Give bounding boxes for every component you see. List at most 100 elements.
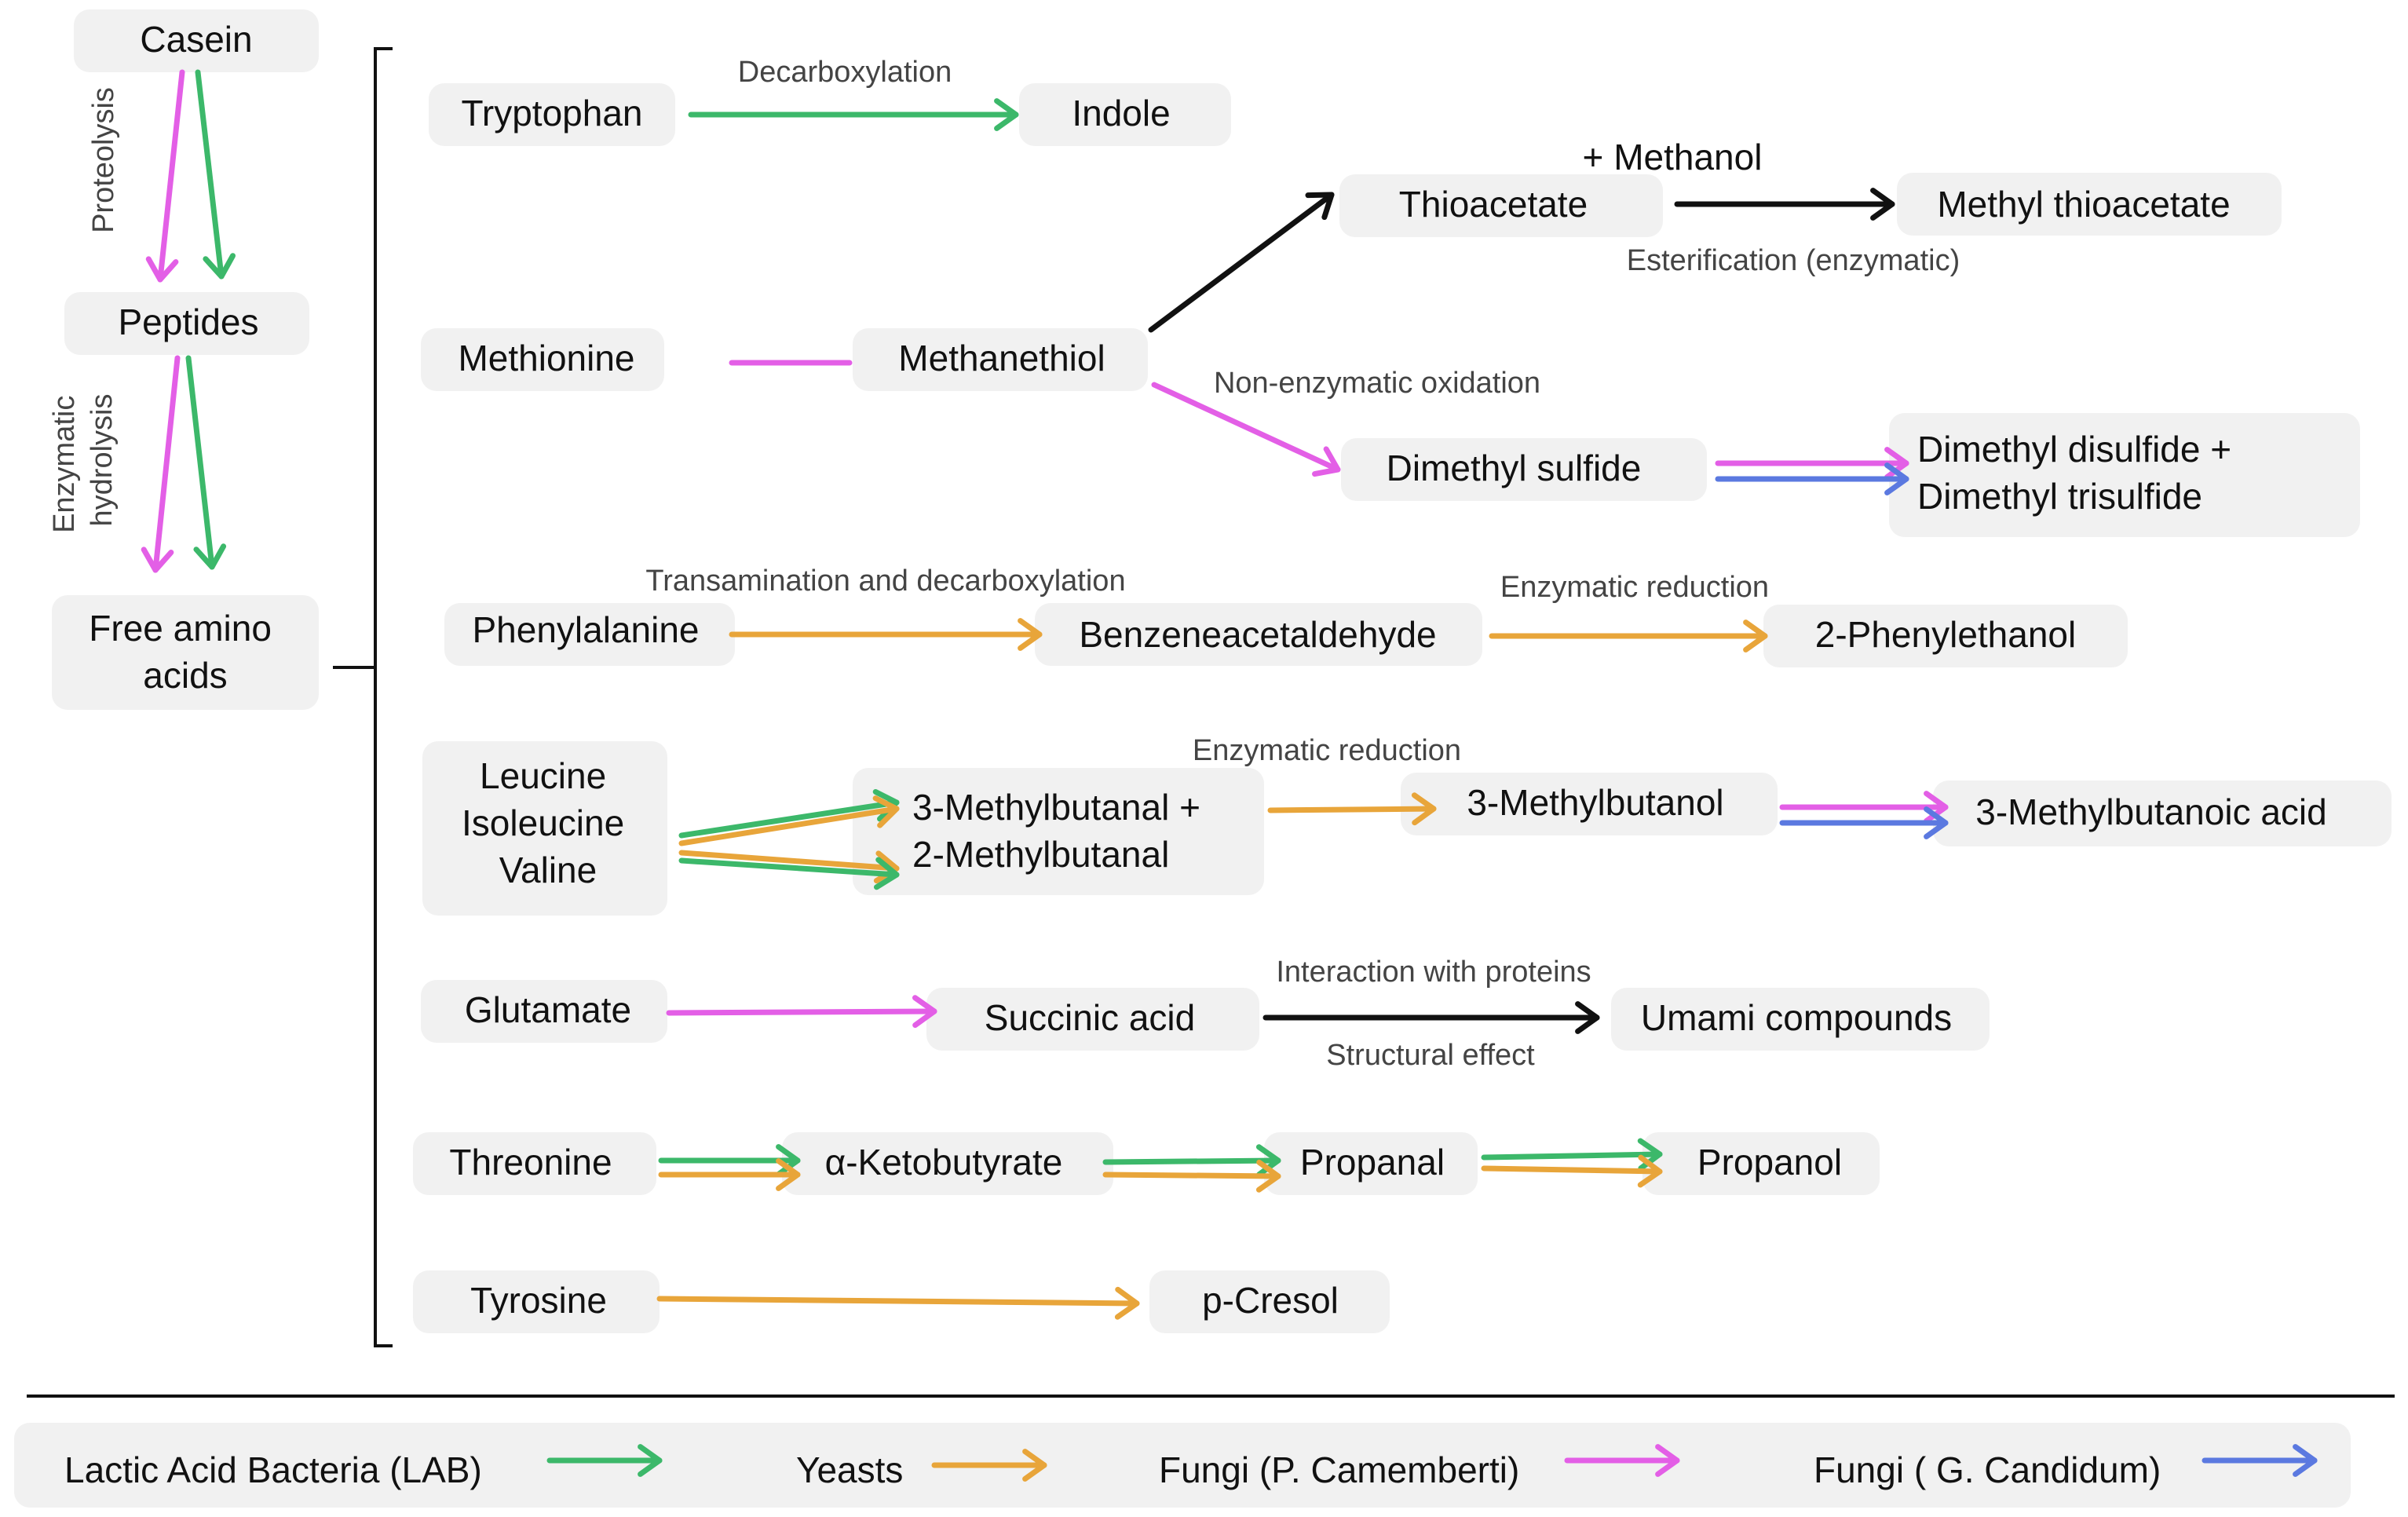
tryptophan-box <box>429 83 675 146</box>
methyl-thioacetate-label: Methyl thioacetate <box>1937 184 2230 225</box>
methylbutanol-arrow-g-candidum <box>1779 806 1949 839</box>
tyrosine-label: Tyrosine <box>470 1280 607 1321</box>
proteolysis-label: Proteolysis <box>87 87 120 233</box>
dimethyl-disulfide-line: Dimethyl disulfide + <box>1917 429 2231 470</box>
esterification-label: Esterification (enzymatic) <box>1627 244 1960 277</box>
glutamate-box <box>421 980 667 1043</box>
thioacetate-methyl-thioacetate-arrow <box>1674 188 1895 221</box>
ketobutyrate-label: α-Ketobutyrate <box>825 1142 1063 1183</box>
phenylalanine-arrow <box>729 618 1043 651</box>
structural-effect-label: Structural effect <box>1326 1039 1535 1072</box>
legend-p-camemberti-label: Fungi (P. Camemberti) <box>1159 1449 1519 1490</box>
legend: Lactic Acid Bacteria (LAB) Yeasts Fungi … <box>64 1449 2161 1490</box>
legend-lab-label: Lactic Acid Bacteria (LAB) <box>64 1449 482 1490</box>
methylbutanol-arrow-p-camemberti <box>1779 791 1949 824</box>
thioacetate-box <box>1339 174 1663 237</box>
phenylalanine-label: Phenylalanine <box>472 609 699 650</box>
threonine-label: Threonine <box>449 1142 612 1183</box>
valine-line: Valine <box>499 850 597 890</box>
leu-ile-val-arrow-yeast-top <box>678 795 900 846</box>
propanol-box <box>1642 1132 1880 1195</box>
succinic-acid-box <box>926 988 1259 1051</box>
enzymatic-hydrolysis-line-1: Enzymatic <box>48 396 81 533</box>
dimethyl-sulfide-box <box>1341 438 1707 501</box>
dimethyl-sulfide-arrow-p-camemberti <box>1715 447 1909 480</box>
methylbutanoic-acid-label: 3-Methylbutanoic acid <box>1975 791 2326 832</box>
leu-ile-val-arrow-yeast-bottom <box>678 850 900 884</box>
hydrolysis-arrow-p-camemberti <box>141 355 181 573</box>
umami-compounds-label: Umami compounds <box>1641 997 1952 1038</box>
methylbutanal-label: 3-Methylbutanal + 2-Methylbutanal <box>912 787 1211 875</box>
propanal-label: Propanal <box>1300 1142 1445 1183</box>
reaction-labels: Proteolysis Enzymatic hydrolysis Decarbo… <box>48 56 1960 1072</box>
enzymatic-reduction-label-2: Enzymatic reduction <box>1193 734 1461 767</box>
leu-ile-val-box <box>422 741 667 916</box>
ketobutyrate-arrow-yeast <box>1102 1159 1281 1193</box>
tyrosine-arrow <box>656 1286 1140 1320</box>
p-cresol-box <box>1149 1270 1390 1333</box>
proteolysis-arrow-lab <box>195 69 236 280</box>
p-cresol-label: p-Cresol <box>1202 1280 1339 1321</box>
phenylethanol-box <box>1763 605 2128 667</box>
peptides-label: Peptides <box>118 302 258 342</box>
peptides-box <box>64 292 309 355</box>
bracket-line <box>374 47 393 1347</box>
leu-ile-val-arrow-lab-top <box>678 788 900 839</box>
phenylalanine-box <box>444 603 735 666</box>
propanal-box <box>1264 1132 1478 1195</box>
proteolysis-arrow-p-camemberti <box>145 69 185 283</box>
enzymatic-reduction-label-1: Enzymatic reduction <box>1500 571 1769 604</box>
enzymatic-hydrolysis-line-2: hydrolysis <box>86 394 119 527</box>
leu-ile-val-arrow-lab-bottom <box>678 857 900 890</box>
hydrolysis-arrow-lab <box>185 355 227 570</box>
methanethiol-box <box>853 328 1148 391</box>
succinic-acid-label: Succinic acid <box>985 997 1195 1038</box>
methylbutanol-label: 3-Methylbutanol <box>1467 782 1723 823</box>
leucine-line: Leucine <box>480 755 606 796</box>
benzeneacetaldehyde-arrow <box>1489 620 1768 652</box>
dimethyl-trisulfide-line: Dimethyl trisulfide <box>1917 476 2202 517</box>
free-amino-acids-label: Free amino acids <box>89 608 281 696</box>
methylbutanal-box <box>853 768 1264 895</box>
methanethiol-thioacetate-arrow <box>1148 192 1335 333</box>
tryptophan-label: Tryptophan <box>462 93 643 133</box>
decarboxylation-label: Decarboxylation <box>738 56 952 89</box>
dimethyl-sulfide-arrow-g-candidum <box>1715 462 1909 495</box>
tyrosine-box <box>413 1270 660 1333</box>
legend-yeasts-arrow <box>931 1449 1047 1482</box>
plus-methanol-label: + Methanol <box>1583 137 1763 177</box>
thioacetate-label: Thioacetate <box>1399 184 1588 225</box>
legend-g-candidum-arrow <box>2202 1444 2318 1477</box>
legend-yeasts-label: Yeasts <box>796 1449 903 1490</box>
leu-ile-val-label: Leucine Isoleucine Valine <box>462 755 634 890</box>
methyl-thioacetate-box <box>1897 173 2282 236</box>
indole-label: Indole <box>1072 93 1170 133</box>
phenylethanol-label: 2-Phenylethanol <box>1815 614 2076 655</box>
methanethiol-dimethyl-sulfide-arrow <box>1151 382 1341 477</box>
threonine-arrow-lab <box>658 1144 801 1177</box>
dimethyl-di-trisulfide-label: Dimethyl disulfide + Dimethyl trisulfide <box>1917 429 2242 517</box>
methylbutanoic-acid-box <box>1933 780 2392 846</box>
isoleucine-line: Isoleucine <box>462 802 624 843</box>
glutamate-arrow <box>666 995 937 1029</box>
glutamate-label: Glutamate <box>465 989 631 1030</box>
arrows <box>141 69 2318 1482</box>
casein-label: Casein <box>140 19 252 60</box>
methionine-box <box>421 328 664 391</box>
indole-box <box>1019 83 1231 146</box>
non-enzymatic-oxidation-label: Non-enzymatic oxidation <box>1214 367 1540 400</box>
casein-box <box>74 9 319 72</box>
threonine-arrow-yeast <box>658 1158 801 1191</box>
free-amino-acids-line-1: Free amino <box>89 608 272 649</box>
interaction-with-proteins-label: Interaction with proteins <box>1276 956 1591 989</box>
benzeneacetaldehyde-box <box>1035 603 1482 666</box>
umami-compounds-box <box>1611 988 1990 1051</box>
propanal-arrow-yeast <box>1481 1154 1663 1188</box>
dimethyl-di-trisulfide-box <box>1889 413 2360 537</box>
3-methylbutanal-line: 3-Methylbutanal + <box>912 787 1200 828</box>
threonine-box <box>413 1132 656 1195</box>
propanal-arrow-lab <box>1481 1138 1663 1172</box>
succinic-acid-arrow <box>1262 1001 1600 1034</box>
methionine-label: Methionine <box>458 338 634 378</box>
